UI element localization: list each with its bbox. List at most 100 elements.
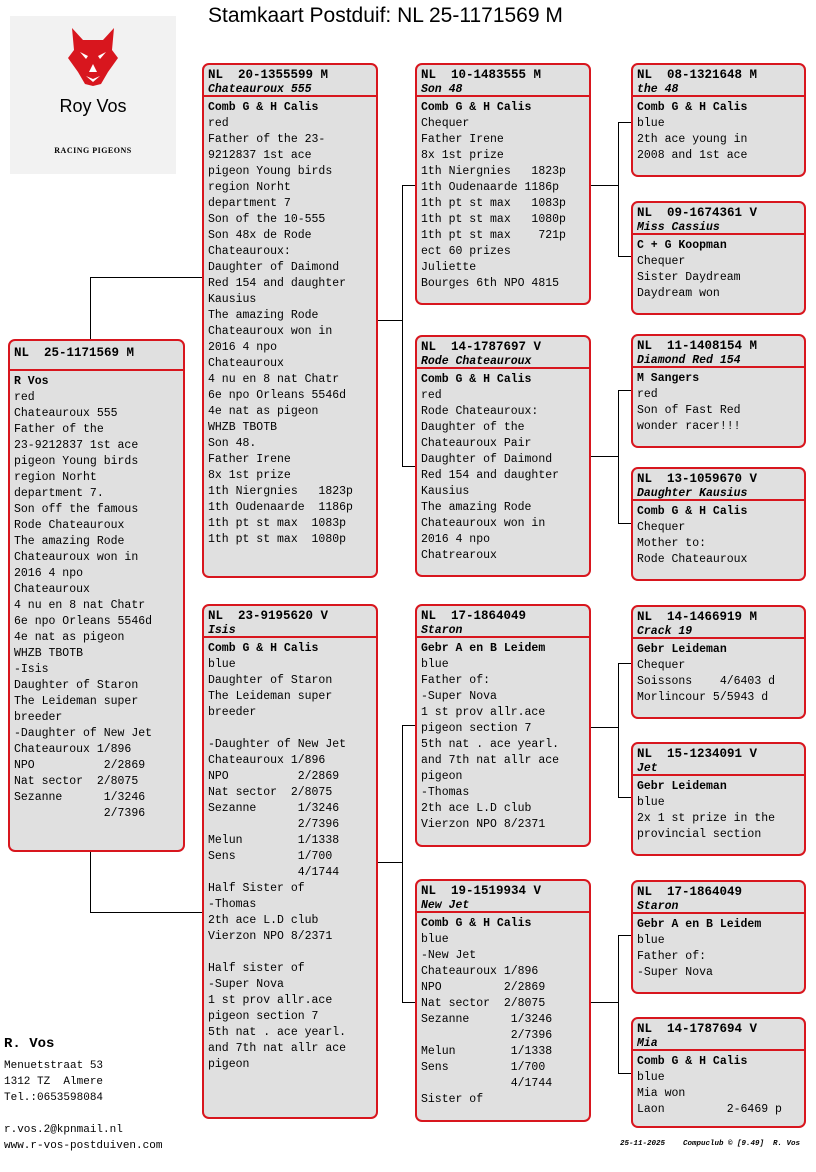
ring-number: NL 19-1519934 V xyxy=(421,884,542,898)
ring-number: NL 14-1466919 M xyxy=(637,610,758,624)
wolf-logo-icon xyxy=(68,28,118,86)
pigeon-card-header: NL 17-1864049 Staron xyxy=(633,882,804,914)
pigeon-details: red Rode Chateauroux: Daughter of the Ch… xyxy=(421,389,560,562)
pigeon-details: blue 2x 1 st prize in the provincial sec… xyxy=(637,796,776,841)
pigeon-name: Son 48 xyxy=(421,83,463,96)
owner-name: Gebr Leideman xyxy=(637,643,727,656)
pigeon-card-mother-father[interactable]: NL 17-1864049 Staron Gebr A en B Leidem b… xyxy=(415,604,591,847)
pigeon-card-mother-mother[interactable]: NL 19-1519934 V New Jet Comb G & H Calis… xyxy=(415,879,591,1122)
pigeon-details: blue Father of: -Super Nova xyxy=(637,934,713,979)
website-link[interactable]: www.r-vos-postduiven.com xyxy=(4,1140,163,1152)
pigeon-name: Staron xyxy=(421,624,463,637)
pigeon-card-header: NL 20-1355599 M Chateauroux 555 xyxy=(204,65,376,97)
pigeon-card-father-mother[interactable]: NL 14-1787697 V Rode Chateauroux Comb G … xyxy=(415,335,591,577)
pigeon-card-header: NL 14-1787697 V Rode Chateauroux xyxy=(417,337,589,369)
pigeon-name: New Jet xyxy=(421,899,470,912)
ring-number: NL 13-1059670 V xyxy=(637,472,758,486)
pigeon-card-fm-mother[interactable]: NL 13-1059670 V Daughter Kausius Comb G … xyxy=(631,467,806,581)
owner-name: M Sangers xyxy=(637,372,700,385)
pigeon-name: Isis xyxy=(208,624,236,637)
club-logo: Roy Vos RACING PIGEONS xyxy=(10,16,176,174)
owner-name: Comb G & H Calis xyxy=(208,101,319,114)
pigeon-card-father[interactable]: NL 20-1355599 M Chateauroux 555 Comb G &… xyxy=(202,63,378,578)
pigeon-card-header: NL 11-1408154 M Diamond Red 154 xyxy=(633,336,804,368)
pigeon-name: the 48 xyxy=(637,83,679,96)
pigeon-card-header: NL 14-1466919 M Crack 19 xyxy=(633,607,804,639)
connector-line xyxy=(377,862,402,863)
pigeon-details: blue Daughter of Staron The Leideman sup… xyxy=(208,658,347,1071)
ring-number: NL 23-9195620 V xyxy=(208,609,329,623)
ring-number: NL 14-1787697 V xyxy=(421,340,542,354)
pigeon-card-body: Comb G & H Calis red Rode Chateauroux: Da… xyxy=(417,369,589,567)
owner-name: Comb G & H Calis xyxy=(637,505,748,518)
pigeon-card-header: NL 14-1787694 V Mia xyxy=(633,1019,804,1051)
pigeon-name: Diamond Red 154 xyxy=(637,354,741,367)
connector-line xyxy=(618,797,632,798)
connector-line xyxy=(90,277,91,339)
connector-line xyxy=(402,1002,416,1003)
pigeon-card-ff-mother[interactable]: NL 09-1674361 V Miss Cassius C + G Koopm… xyxy=(631,201,806,315)
connector-line xyxy=(402,185,403,467)
pigeon-name: Miss Cassius xyxy=(637,221,720,234)
connector-line xyxy=(402,185,416,186)
connector-line xyxy=(90,852,91,912)
owner-name: Comb G & H Calis xyxy=(421,373,532,386)
pigeon-details: blue -New Jet Chateauroux 1/896 NPO 2/28… xyxy=(421,933,553,1106)
pigeon-card-header: NL 19-1519934 V New Jet xyxy=(417,881,589,913)
connector-line xyxy=(618,663,619,797)
pigeon-details: blue Father of: -Super Nova 1 st prov al… xyxy=(421,658,560,831)
pigeon-details: Chequer Father Irene 8x 1st prize 1th Ni… xyxy=(421,117,566,290)
connector-line xyxy=(618,935,632,936)
ring-number: NL 14-1787694 V xyxy=(637,1022,758,1036)
pigeon-name: Staron xyxy=(637,900,679,913)
owner-name: Gebr Leideman xyxy=(637,780,727,793)
pigeon-card-header: NL 17-1864049 Staron xyxy=(417,606,589,638)
ring-number: NL 17-1864049 xyxy=(421,609,527,623)
owner-name: Comb G & H Calis xyxy=(637,1055,748,1068)
print-info: 25-11-2025 Compuclub © [9.49] R. Vos xyxy=(620,1140,800,1148)
pigeon-details: blue 2th ace young in 2008 and 1st ace xyxy=(637,117,748,162)
connector-line xyxy=(402,725,403,1002)
logo-name: Roy Vos xyxy=(59,96,127,116)
owner-footer-name: R. Vos xyxy=(4,1036,55,1052)
connector-line xyxy=(618,935,619,1073)
pigeon-card-header: NL 13-1059670 V Daughter Kausius xyxy=(633,469,804,501)
connector-line xyxy=(402,725,416,726)
page-title: Stamkaart Postduif: NL 25-1171569 M xyxy=(208,4,563,27)
phone-number: Tel.:0653598084 xyxy=(4,1092,104,1104)
connector-line xyxy=(618,256,632,257)
email-link[interactable]: r.vos.2@kpnmail.nl xyxy=(4,1124,123,1136)
connector-line xyxy=(618,1073,632,1074)
connector-line xyxy=(618,390,632,391)
pigeon-card-fm-father[interactable]: NL 11-1408154 M Diamond Red 154 M Sanger… xyxy=(631,334,806,448)
connector-line xyxy=(90,912,204,913)
pigeon-card-header: NL 25-1171569 M xyxy=(10,341,183,371)
ring-number: NL 08-1321648 M xyxy=(637,68,758,82)
ring-number: NL 17-1864049 xyxy=(637,885,743,899)
owner-name: Gebr A en B Leidem xyxy=(421,642,546,655)
pigeon-details: Chequer Mother to: Rode Chateauroux xyxy=(637,521,748,566)
connector-line xyxy=(402,466,416,467)
pigeon-details: Chequer Sister Daydream Daydream won xyxy=(637,255,741,300)
ring-number: NL 20-1355599 M xyxy=(208,68,329,82)
connector-line xyxy=(618,122,632,123)
owner-name: Comb G & H Calis xyxy=(208,642,319,655)
pigeon-name: Crack 19 xyxy=(637,625,693,638)
pigeon-card-body: Gebr Leideman blue 2x 1 st prize in the p… xyxy=(633,776,804,846)
pigeon-card-mother[interactable]: NL 23-9195620 V Isis Comb G & H Calis blu… xyxy=(202,604,378,1119)
